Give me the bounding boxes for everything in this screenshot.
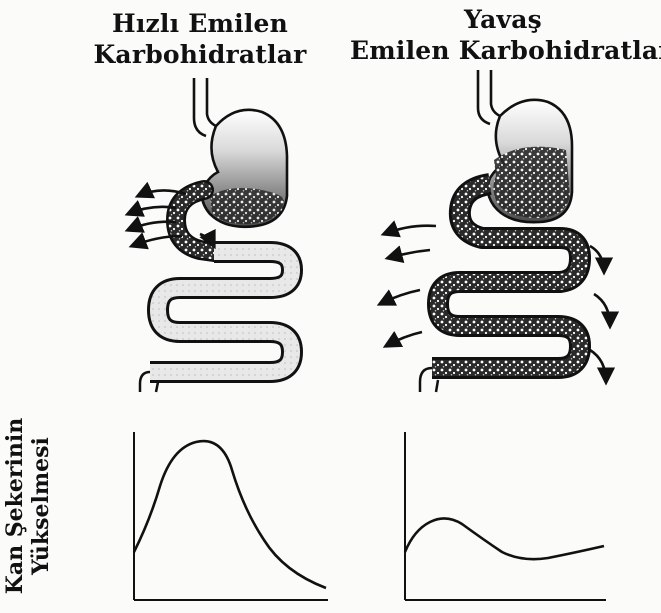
small-intestine-icon — [140, 252, 292, 392]
fast-digestive-tract — [128, 78, 292, 392]
esophagus-left — [194, 78, 206, 136]
slow-digestive-tract — [380, 70, 610, 392]
stomach-icon — [202, 110, 287, 227]
slow-curve — [405, 518, 604, 559]
fast-curve — [134, 441, 326, 588]
fast-blood-sugar-graph — [134, 432, 328, 600]
esophagus-right — [478, 70, 490, 124]
stomach-icon — [488, 100, 572, 222]
slow-blood-sugar-graph — [405, 432, 606, 600]
